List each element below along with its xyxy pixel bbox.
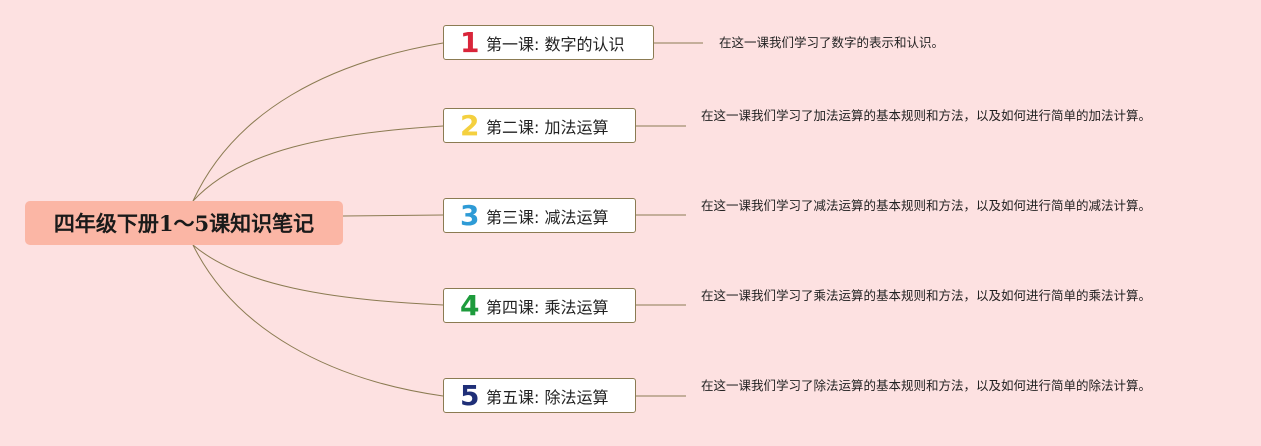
lesson-description-2: 在这一课我们学习了加法运算的基本规则和方法，以及如何进行简单的加法计算。 [701, 108, 1152, 123]
lesson-label-4: 第四课: 乘法运算 [486, 297, 609, 317]
root-topic-title: 四年级下册1～5课知识笔记 [53, 211, 315, 236]
lesson-number-1: 1 [460, 25, 480, 59]
lesson-number-5: 5 [460, 378, 480, 412]
lesson-node-1[interactable]: 1 第一课: 数字的认识 [443, 25, 654, 60]
lesson-number-4: 4 [460, 288, 480, 322]
lesson-label-1: 第一课: 数字的认识 [486, 34, 625, 54]
lesson-label-3: 第三课: 减法运算 [486, 207, 609, 227]
branch-line-lesson-2 [192, 125, 444, 202]
lesson-number-3: 3 [460, 198, 480, 232]
root-topic[interactable]: 四年级下册1～5课知识笔记 [25, 201, 343, 245]
lesson-node-3[interactable]: 3 第三课: 减法运算 [443, 198, 636, 233]
branch-line-lesson-1 [192, 42, 444, 202]
lesson-description-3: 在这一课我们学习了减法运算的基本规则和方法，以及如何进行简单的减法计算。 [701, 198, 1152, 213]
lesson-description-5: 在这一课我们学习了除法运算的基本规则和方法，以及如何进行简单的除法计算。 [701, 378, 1152, 393]
lesson-node-2[interactable]: 2 第二课: 加法运算 [443, 108, 636, 143]
lesson-label-5: 第五课: 除法运算 [486, 387, 609, 407]
lesson-label-2: 第二课: 加法运算 [486, 117, 609, 137]
lesson-node-4[interactable]: 4 第四课: 乘法运算 [443, 288, 636, 323]
branch-line-lesson-4 [192, 244, 444, 306]
lesson-description-1: 在这一课我们学习了数字的表示和认识。 [719, 35, 945, 50]
branch-line-lesson-5 [192, 244, 444, 397]
lesson-description-4: 在这一课我们学习了乘法运算的基本规则和方法，以及如何进行简单的乘法计算。 [701, 288, 1152, 303]
lesson-node-5[interactable]: 5 第五课: 除法运算 [443, 378, 636, 413]
branch-line-lesson-3 [342, 214, 444, 217]
lesson-number-2: 2 [460, 108, 480, 142]
